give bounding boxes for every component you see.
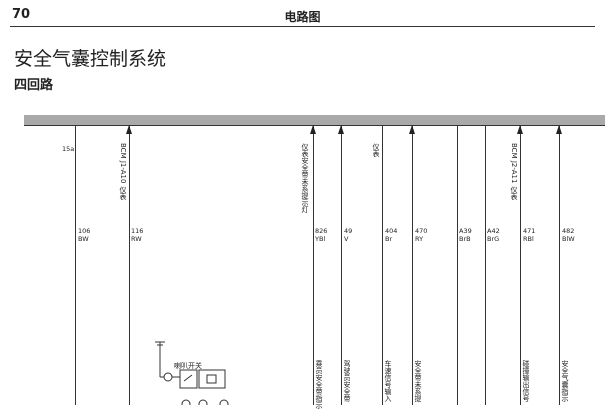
- wire-106-line: [75, 126, 76, 405]
- clock-spring-box: [198, 369, 226, 389]
- wire-A42-line: [485, 126, 486, 405]
- power-bus-band: [24, 115, 605, 125]
- wire-49-line: [341, 126, 342, 405]
- wire-826-func: 乘员安全带指示: [315, 360, 323, 409]
- wire-470-line: [412, 126, 413, 405]
- wire-116-arrow-icon: [126, 125, 132, 134]
- horn-switch-label: 喇叭开关: [174, 362, 202, 370]
- header-title: 电路图: [284, 10, 321, 24]
- wire-471-dest: BCM J2-A11 仪表: [510, 143, 518, 200]
- wire-471-func: 碰撞输出信号: [522, 360, 530, 402]
- wire-49-arrow-icon: [338, 125, 344, 134]
- wire-482-line: [559, 126, 560, 405]
- wire-471-arrow-icon: [517, 125, 523, 134]
- wire-470-arrow-icon: [409, 125, 415, 134]
- wire-482-arrow-icon: [556, 125, 562, 134]
- wire-826-line: [313, 126, 314, 405]
- page-subtitle: 四回路: [14, 78, 54, 93]
- horn-switch-box: [179, 369, 198, 389]
- wire-404-dest: 仪表: [372, 143, 380, 157]
- wire-A39-line: [457, 126, 458, 405]
- wire-471-line: [520, 126, 521, 405]
- wire-826-arrow-icon: [310, 125, 316, 134]
- page-number: 70: [12, 7, 31, 22]
- wire-116-dest: BCM J1-A10 仪表: [119, 143, 127, 200]
- wire-826-dest: 仪表安全带未系提示灯: [301, 143, 309, 213]
- wire-482-func: 安全气囊指示: [561, 360, 569, 402]
- connector-circle: [163, 372, 173, 382]
- wire-49-func: 驾驶员安全带: [343, 360, 351, 402]
- page-header: 70 电路图: [10, 0, 595, 27]
- wire-470-func: 安全带未系提: [414, 360, 422, 402]
- wire-404-line: [382, 126, 383, 405]
- wire-116-line: [129, 126, 130, 405]
- circuit-label: 15a: [62, 145, 75, 153]
- page-title: 安全气囊控制系统: [14, 48, 167, 70]
- wire-404-func: 车速信号输入: [384, 360, 392, 402]
